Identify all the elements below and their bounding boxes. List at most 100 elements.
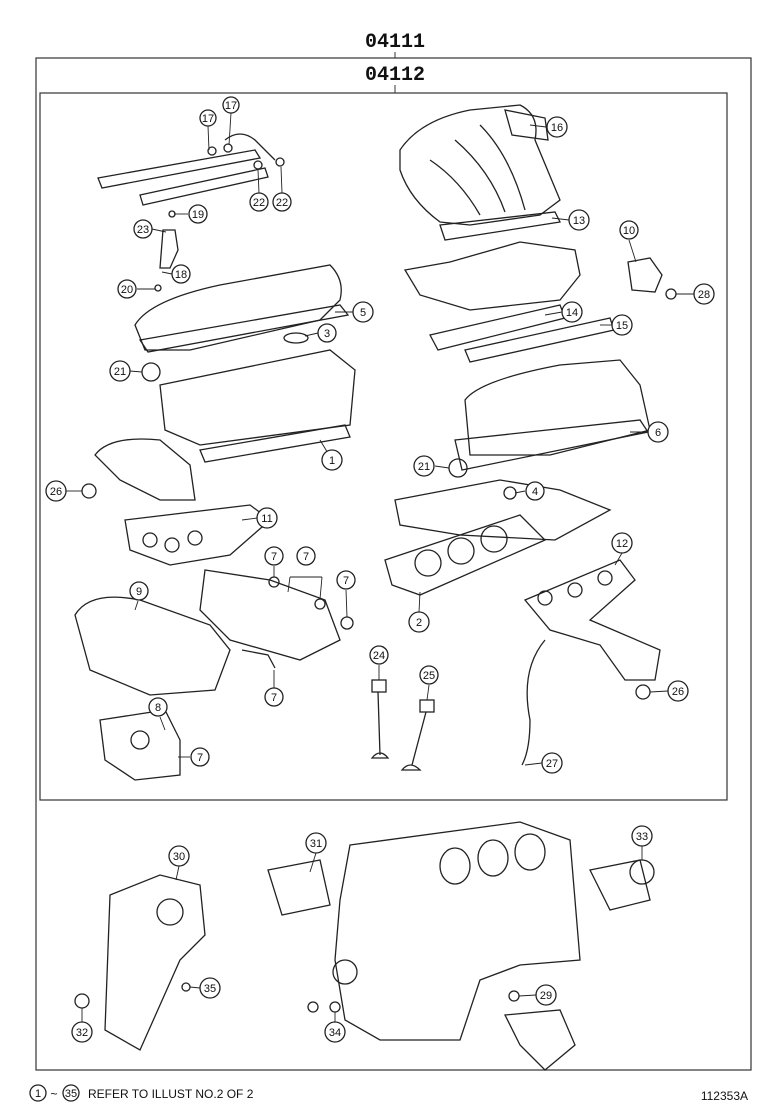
svg-text:9: 9: [136, 586, 142, 598]
svg-text:5: 5: [360, 307, 366, 319]
engine-block-drawing: [332, 821, 581, 1041]
callout-26: 26: [45, 480, 67, 502]
head-cover-gasket-right-drawing: [454, 419, 650, 471]
svg-text:10: 10: [623, 225, 635, 237]
dipstick-guide-drawing: [521, 639, 546, 766]
range-separator: ~: [50, 1087, 57, 1101]
svg-text:28: 28: [698, 289, 710, 301]
inner-kit-code: 04112: [365, 64, 425, 87]
callout-21: 21: [413, 455, 435, 477]
callout-2: 2: [408, 611, 430, 633]
svg-text:15: 15: [616, 320, 628, 332]
exhaust-manifold-right-drawing: [523, 559, 661, 681]
svg-text:26: 26: [50, 486, 62, 498]
callout-29: 29: [535, 984, 557, 1006]
svg-text:27: 27: [546, 758, 558, 770]
callout-5: 5: [352, 301, 374, 323]
svg-text:29: 29: [540, 990, 552, 1002]
svg-text:24: 24: [373, 650, 385, 662]
range-end-circle: [62, 1084, 80, 1102]
oil-pump-drawing: [104, 874, 206, 1051]
svg-text:34: 34: [329, 1027, 341, 1039]
callout-7: 7: [264, 546, 284, 566]
callout-35: 35: [199, 977, 221, 999]
head-cover-gasket-left-drawing: [138, 304, 350, 353]
callout-3: 3: [317, 323, 337, 343]
callout-4: 4: [525, 481, 545, 501]
intake-plenum-drawing: [399, 104, 561, 226]
callout-17: 17: [222, 96, 240, 114]
svg-text:23: 23: [137, 224, 149, 236]
cylinder-head-gasket-drawing: [384, 514, 547, 596]
water-outlet-drawing: [627, 257, 677, 300]
svg-text:2: 2: [416, 617, 422, 629]
callout-14: 14: [561, 301, 583, 323]
svg-text:17: 17: [225, 100, 237, 112]
svg-text:21: 21: [114, 366, 126, 378]
callout-26: 26: [667, 680, 689, 702]
callout-15: 15: [611, 314, 633, 336]
callout-30: 30: [168, 845, 190, 867]
exhaust-pipe-left-drawing: [94, 438, 196, 501]
callout-18: 18: [171, 264, 191, 284]
callout-31: 31: [305, 832, 327, 854]
svg-text:20: 20: [121, 284, 133, 296]
exhaust-manifold-left-drawing: [124, 504, 272, 566]
part-drawings: [74, 104, 677, 1071]
callout-7: 7: [336, 570, 356, 590]
callout-11: 11: [256, 507, 278, 529]
callout-1: 1: [321, 449, 343, 471]
footer-note: 1 ~ 35 REFER TO ILLUST NO.2 OF 2 112353A: [29, 1084, 748, 1103]
timing-cover-left-drawing: [74, 596, 231, 696]
svg-text:7: 7: [197, 752, 203, 764]
callout-32: 32: [71, 1021, 93, 1043]
svg-text:7: 7: [271, 692, 277, 704]
svg-text:18: 18: [175, 269, 187, 281]
timing-cover-lower-drawing: [99, 709, 181, 781]
callout-9: 9: [129, 581, 149, 601]
svg-text:13: 13: [573, 215, 585, 227]
callout-7: 7: [296, 546, 316, 566]
cylinder-head-right-drawing: [464, 359, 651, 456]
callout-12: 12: [611, 532, 633, 554]
leader-lines: [66, 112, 694, 1022]
svg-text:16: 16: [551, 122, 563, 134]
callout-23: 23: [133, 219, 153, 239]
callout-6: 6: [647, 421, 669, 443]
svg-text:3: 3: [324, 328, 330, 340]
svg-text:7: 7: [303, 551, 309, 563]
oil-strainer-drawing: [503, 1009, 576, 1071]
plenum-gasket-drawing: [439, 211, 561, 241]
water-pump-drawing: [267, 859, 331, 916]
svg-text:35: 35: [204, 983, 216, 995]
fuel-rail-drawing: [97, 133, 285, 292]
callout-13: 13: [568, 209, 590, 231]
callout-34: 34: [324, 1021, 346, 1043]
svg-text:12: 12: [616, 538, 628, 550]
callout-19: 19: [188, 204, 208, 224]
svg-text:30: 30: [173, 851, 185, 863]
range-start: 1: [35, 1088, 41, 1100]
svg-text:21: 21: [418, 461, 430, 473]
callout-33: 33: [631, 825, 653, 847]
svg-text:17: 17: [202, 113, 214, 125]
range-end: 35: [65, 1088, 77, 1100]
svg-text:19: 19: [192, 209, 204, 221]
valve-drawing: [370, 679, 435, 771]
svg-text:11: 11: [261, 513, 272, 525]
svg-text:1: 1: [329, 455, 335, 467]
callout-16: 16: [546, 116, 568, 138]
callout-24: 24: [369, 645, 389, 665]
svg-text:4: 4: [532, 486, 538, 498]
outer-kit-frame: [35, 57, 752, 1071]
timing-cover-upper-drawing: [199, 569, 341, 661]
inner-kit-frame: [39, 92, 728, 801]
callout-25: 25: [419, 665, 439, 685]
svg-text:7: 7: [343, 575, 349, 587]
svg-text:14: 14: [566, 307, 578, 319]
head-cover-left-drawing: [134, 264, 342, 351]
intake-manifold-drawing: [403, 241, 581, 311]
svg-text:31: 31: [310, 838, 322, 850]
svg-text:8: 8: [155, 702, 161, 714]
callout-7: 7: [264, 687, 284, 707]
